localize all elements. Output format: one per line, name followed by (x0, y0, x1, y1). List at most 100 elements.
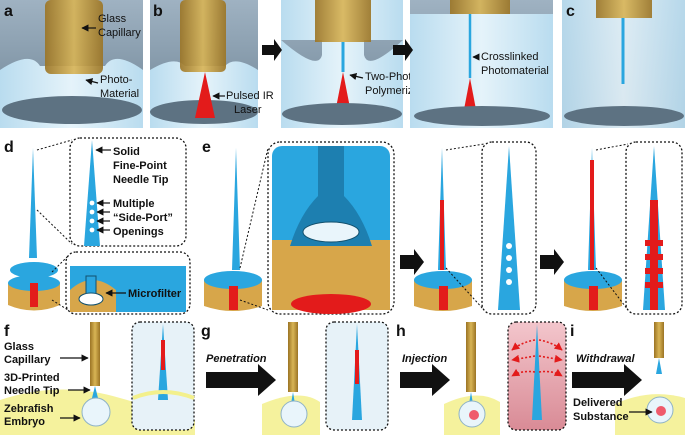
panel-b3-capillary (450, 0, 510, 14)
microfilter-mesh (78, 292, 104, 306)
cutaway-red-pool (291, 294, 371, 314)
capillary-f (90, 322, 100, 386)
zoom-e3-port-2 (645, 254, 663, 260)
zoom-e3-port-1 (645, 240, 663, 246)
cutaway-gold (272, 240, 390, 310)
panel-b: b Pulsed IR Laser Two-Photon Polymerizat… (150, 0, 553, 128)
delivered-dot-i (656, 406, 666, 416)
step-arrow-h (400, 364, 450, 396)
panel-e: e (202, 139, 683, 315)
panel-e-channel-1 (229, 286, 238, 310)
panel-e-base-1-top (204, 271, 262, 289)
panel-letter-e: e (202, 139, 211, 156)
step-arrow-2 (393, 39, 413, 61)
glass-capillary (45, 0, 103, 74)
zoom-h-needle (532, 324, 542, 420)
pointer-polymerization (349, 72, 364, 80)
zoom-f-fill (161, 340, 165, 370)
panel-b2-capillary (315, 0, 371, 42)
label-photo: Photo- (100, 74, 133, 86)
zoom-line-e4 (445, 267, 485, 311)
step-arrow-g (206, 364, 276, 396)
panel-b1-capillary (180, 0, 226, 72)
panel-letter-b: b (153, 3, 163, 20)
callout-multiple: Multiple (113, 198, 155, 210)
panel-b3-fluid (410, 14, 553, 128)
panel-letter-c: c (566, 3, 575, 20)
zoom-line-e2 (239, 299, 269, 311)
panel-d-needle (29, 148, 37, 258)
callout-needle-tip: Needle Tip (113, 174, 169, 186)
label-glass: Glass (98, 13, 127, 25)
step-arrow-i (572, 364, 642, 396)
panel-e-channel-3 (589, 286, 598, 310)
injection-arrow-1 (511, 339, 536, 351)
cutaway-filter (302, 221, 360, 243)
panel-letter-d: d (4, 139, 14, 156)
embryo-f (81, 397, 111, 427)
panel-letter-a: a (4, 3, 13, 20)
step-label-withdrawal: Withdrawal (576, 353, 636, 365)
zoom-line-e5 (595, 143, 629, 151)
panel-b2-dish (282, 103, 402, 125)
panel-letter-g: g (201, 323, 211, 340)
embryo-g (280, 400, 308, 428)
panel-c-dish (564, 106, 684, 126)
capillary-i (654, 322, 664, 358)
zoom-e3-port-3 (645, 268, 663, 274)
label-delivered: Delivered (573, 397, 623, 409)
panel-e-channel-2 (439, 286, 448, 310)
callout-side-port: “Side-Port” (113, 212, 173, 224)
label-material: Material (100, 88, 139, 100)
panel-e-needle-1 (232, 148, 240, 270)
label-two-photon: Two-Photon (365, 71, 424, 83)
panel-e-fill-2 (440, 200, 444, 270)
panel-f: f Glass Capillary 3D-Printed Needle Tip … (0, 321, 195, 435)
panel-e-base-3-top (564, 271, 622, 289)
injection-arrow-2 (538, 339, 563, 351)
callout-solid: Solid (113, 146, 140, 158)
panel-d-base-red (30, 283, 38, 307)
panel-e-fill-3 (590, 160, 594, 270)
zoom-line-e3 (445, 143, 485, 151)
zoom-f-membrane (132, 390, 195, 400)
label-pulsed-ir: Pulsed IR (226, 90, 274, 102)
label-zebrafish: Zebrafish (4, 403, 54, 415)
pointer-photomaterial (85, 78, 99, 86)
label-photomaterial-b: Photomaterial (481, 65, 549, 77)
step-label-penetration: Penetration (206, 353, 267, 365)
zoom-line-2 (36, 209, 73, 245)
side-port-1 (89, 200, 95, 206)
cutaway-channel (290, 146, 372, 246)
panel-i: i Withdrawal Delivered Substance (570, 322, 685, 435)
label-microfilter: Microfilter (128, 288, 182, 300)
label-embryo: Embryo (4, 416, 45, 428)
side-port-2 (89, 209, 95, 215)
needle-f (92, 386, 98, 398)
step-arrow-e2 (540, 249, 564, 275)
panel-letter-h: h (396, 323, 406, 340)
zoom-e3-port-4 (645, 282, 663, 288)
zoom-e2-port-2 (506, 255, 512, 261)
side-port-3 (89, 218, 95, 224)
panel-h: h Injection (396, 321, 567, 435)
zoom-needle (84, 140, 100, 246)
injection-arrow-6 (538, 368, 563, 377)
label-capillary-f: Capillary (4, 354, 51, 366)
label-crosslinked: Crosslinked (481, 51, 538, 63)
callout-openings: Openings (113, 226, 164, 238)
label-needle-tip-f: Needle Tip (4, 385, 60, 397)
zoom-line-e1 (239, 147, 269, 269)
zoom-e2-port-4 (506, 279, 512, 285)
label-capillary: Capillary (98, 27, 141, 39)
needle-i (656, 358, 662, 374)
capillary-g (288, 322, 298, 392)
panel-c: c (562, 0, 685, 128)
panel-e-base-2-top (414, 271, 472, 289)
pulsed-laser-cone (195, 72, 215, 118)
substrate-dish (2, 96, 142, 124)
zoom-line-e6 (595, 267, 629, 311)
zoom-g-fill (355, 350, 359, 384)
callout-fine-point: Fine-Point (113, 160, 167, 172)
